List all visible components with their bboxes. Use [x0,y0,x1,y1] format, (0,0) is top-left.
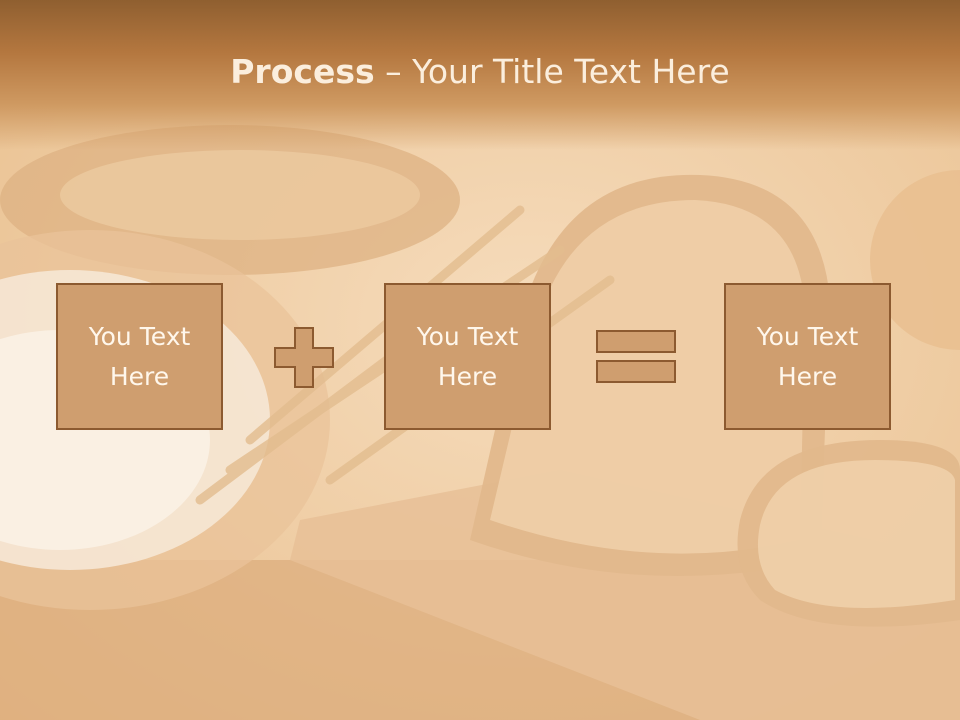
text-box-1[interactable]: You Text Here [56,283,223,430]
text-box-1-label: You Text Here [88,321,191,391]
plus-icon [274,327,334,388]
text-box-2-label: You Text Here [416,321,519,391]
equals-icon [596,330,676,383]
text-box-3[interactable]: You Text Here [724,283,891,430]
slide-title: Process – Your Title Text Here [0,52,960,91]
title-bold: Process [230,52,375,91]
title-rest: – Your Title Text Here [374,52,730,91]
title-band [0,0,960,150]
text-box-3-label: You Text Here [756,321,859,391]
text-box-2[interactable]: You Text Here [384,283,551,430]
